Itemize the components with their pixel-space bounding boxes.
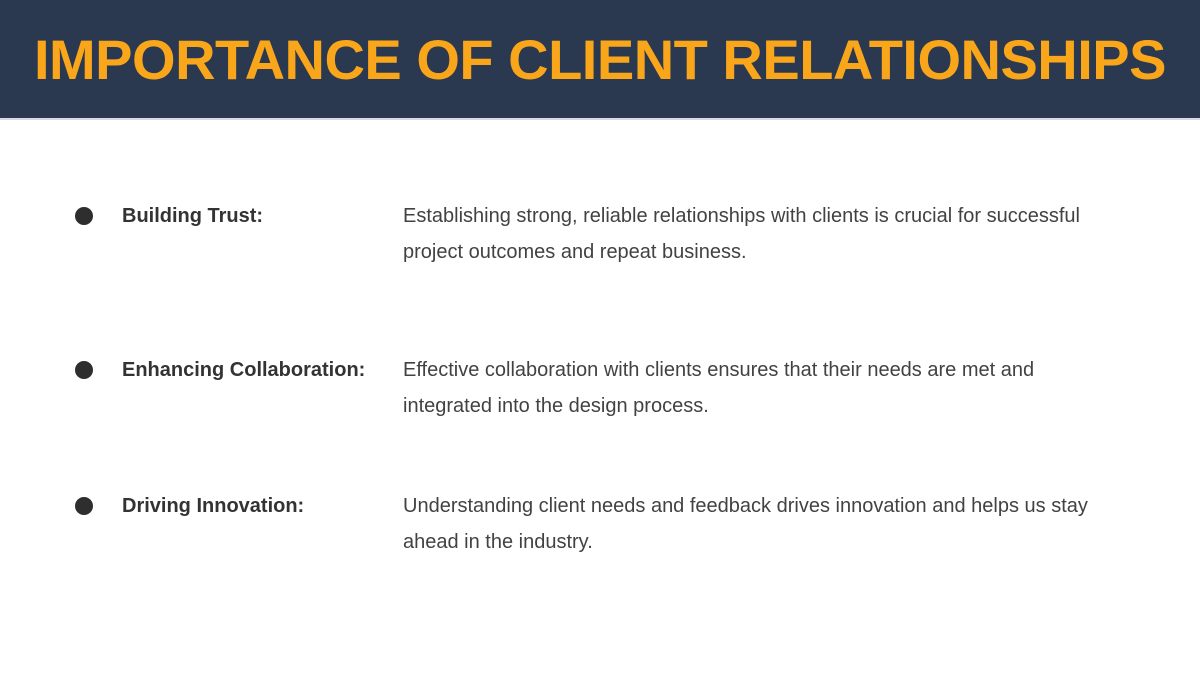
bullet-item-driving-innovation: Driving Innovation: Understanding client… [75, 488, 1172, 560]
bullet-icon [75, 497, 93, 515]
bullet-label: Driving Innovation: [122, 495, 305, 517]
bullet-description: Understanding client needs and feedback … [403, 495, 1088, 553]
bullet-item-building-trust: Building Trust: Establishing strong, rel… [75, 198, 1172, 270]
bullet-icon [75, 361, 93, 379]
page-title: IMPORTANCE OF CLIENT RELATIONSHIPS [33, 27, 1167, 91]
bullet-label: Building Trust: [122, 205, 264, 227]
title-banner: IMPORTANCE OF CLIENT RELATIONSHIPS [0, 0, 1200, 120]
bullet-description: Effective collaboration with clients ens… [403, 359, 1035, 417]
bullet-icon [75, 207, 93, 225]
bullet-list: Building Trust: Establishing strong, rel… [0, 120, 1200, 560]
bullet-description: Establishing strong, reliable relationsh… [403, 205, 1080, 263]
bullet-item-enhancing-collaboration: Enhancing Collaboration: Effective colla… [75, 352, 1172, 424]
bullet-label: Enhancing Collaboration: [122, 359, 366, 381]
